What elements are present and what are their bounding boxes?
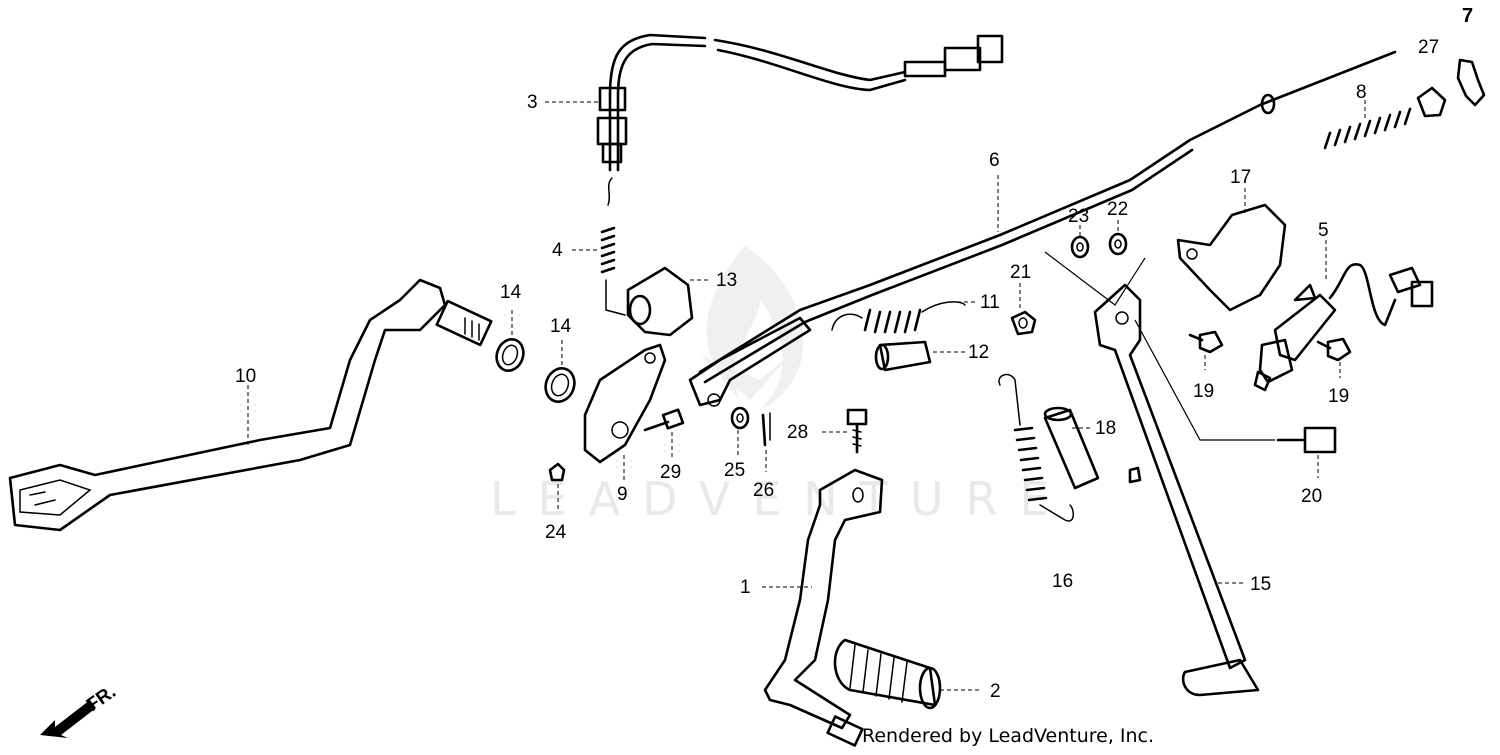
callout-14b: 14	[550, 316, 572, 337]
part-13-rubber-cap[interactable]	[626, 266, 694, 337]
callout-6: 6	[989, 150, 1000, 171]
callout-26: 26	[753, 480, 774, 501]
callout-9: 9	[617, 484, 628, 505]
callout-8: 8	[1356, 82, 1367, 103]
part-12-collar[interactable]	[874, 340, 932, 372]
part-22-washer[interactable]	[1108, 232, 1128, 256]
callout-28: 28	[787, 422, 808, 443]
part-17-switch-cover[interactable]	[1176, 203, 1287, 312]
callout-2: 2	[990, 681, 1001, 702]
callout-17: 17	[1230, 167, 1251, 188]
part-25-washer[interactable]	[730, 406, 750, 430]
callout-11: 11	[980, 292, 1000, 313]
callout-12: 12	[968, 342, 989, 363]
part-26-cotter-pin[interactable]	[761, 412, 771, 447]
callout-19a: 19	[1193, 381, 1214, 402]
part-2-pedal-rubber[interactable]	[833, 638, 942, 710]
callout-27: 27	[1418, 37, 1439, 58]
part-19-screw-b[interactable]	[1316, 337, 1352, 362]
part-10-brake-pedal[interactable]	[8, 278, 493, 532]
watermark-text: LEADVENTURE	[490, 472, 1071, 526]
callout-4: 4	[552, 240, 563, 261]
part-11-spring[interactable]	[831, 301, 966, 334]
part-4-spring[interactable]	[600, 177, 626, 316]
callout-22: 22	[1107, 199, 1128, 220]
part-29-bolt[interactable]	[643, 408, 685, 432]
part-28-bolt[interactable]	[846, 408, 868, 454]
callout-10: 10	[235, 366, 256, 387]
callout-23: 23	[1068, 206, 1089, 227]
callout-25: 25	[724, 460, 745, 481]
callout-3: 3	[527, 92, 538, 113]
part-7-adjusting-nut[interactable]	[1456, 58, 1486, 107]
part-23-washer[interactable]	[1070, 235, 1090, 259]
part-20-pivot-bolt[interactable]	[1276, 426, 1337, 454]
callout-29: 29	[660, 462, 681, 483]
callout-18: 18	[1095, 418, 1116, 439]
callout-14a: 14	[500, 282, 522, 303]
part-6-brake-rod[interactable]	[688, 50, 1397, 407]
part-19-screw-a[interactable]	[1188, 330, 1224, 354]
part-16-spring[interactable]	[998, 373, 1075, 522]
part-14-washer-b[interactable]	[541, 364, 579, 406]
callout-1: 1	[740, 577, 751, 598]
part-24-nut[interactable]	[548, 462, 566, 482]
part-8-spring[interactable]	[1323, 107, 1412, 150]
part-27-joint[interactable]	[1416, 86, 1447, 118]
part-9-brake-arm[interactable]	[583, 343, 667, 464]
part-1-change-pedal[interactable]	[763, 468, 884, 747]
part-14-washer-a[interactable]	[492, 336, 527, 375]
callout-15: 15	[1250, 574, 1271, 595]
callout-19b: 19	[1328, 386, 1349, 407]
callout-21: 21	[1010, 262, 1031, 283]
part-5-side-stand-switch[interactable]	[1253, 262, 1434, 392]
callout-5: 5	[1318, 220, 1329, 241]
callout-16: 16	[1052, 571, 1073, 592]
part-18-collar[interactable]	[1043, 406, 1100, 490]
callout-13: 13	[716, 270, 737, 291]
part-3-stop-switch-cable[interactable]	[596, 33, 1004, 172]
front-direction-arrow: FR.	[40, 681, 120, 738]
callout-7: 7	[1462, 5, 1473, 27]
callout-20: 20	[1301, 486, 1322, 507]
credit-text: Rendered by LeadVenture, Inc.	[862, 725, 1155, 747]
part-21-nut[interactable]	[1010, 310, 1037, 336]
part-15-side-stand[interactable]	[1093, 283, 1260, 697]
callout-24: 24	[545, 522, 567, 543]
